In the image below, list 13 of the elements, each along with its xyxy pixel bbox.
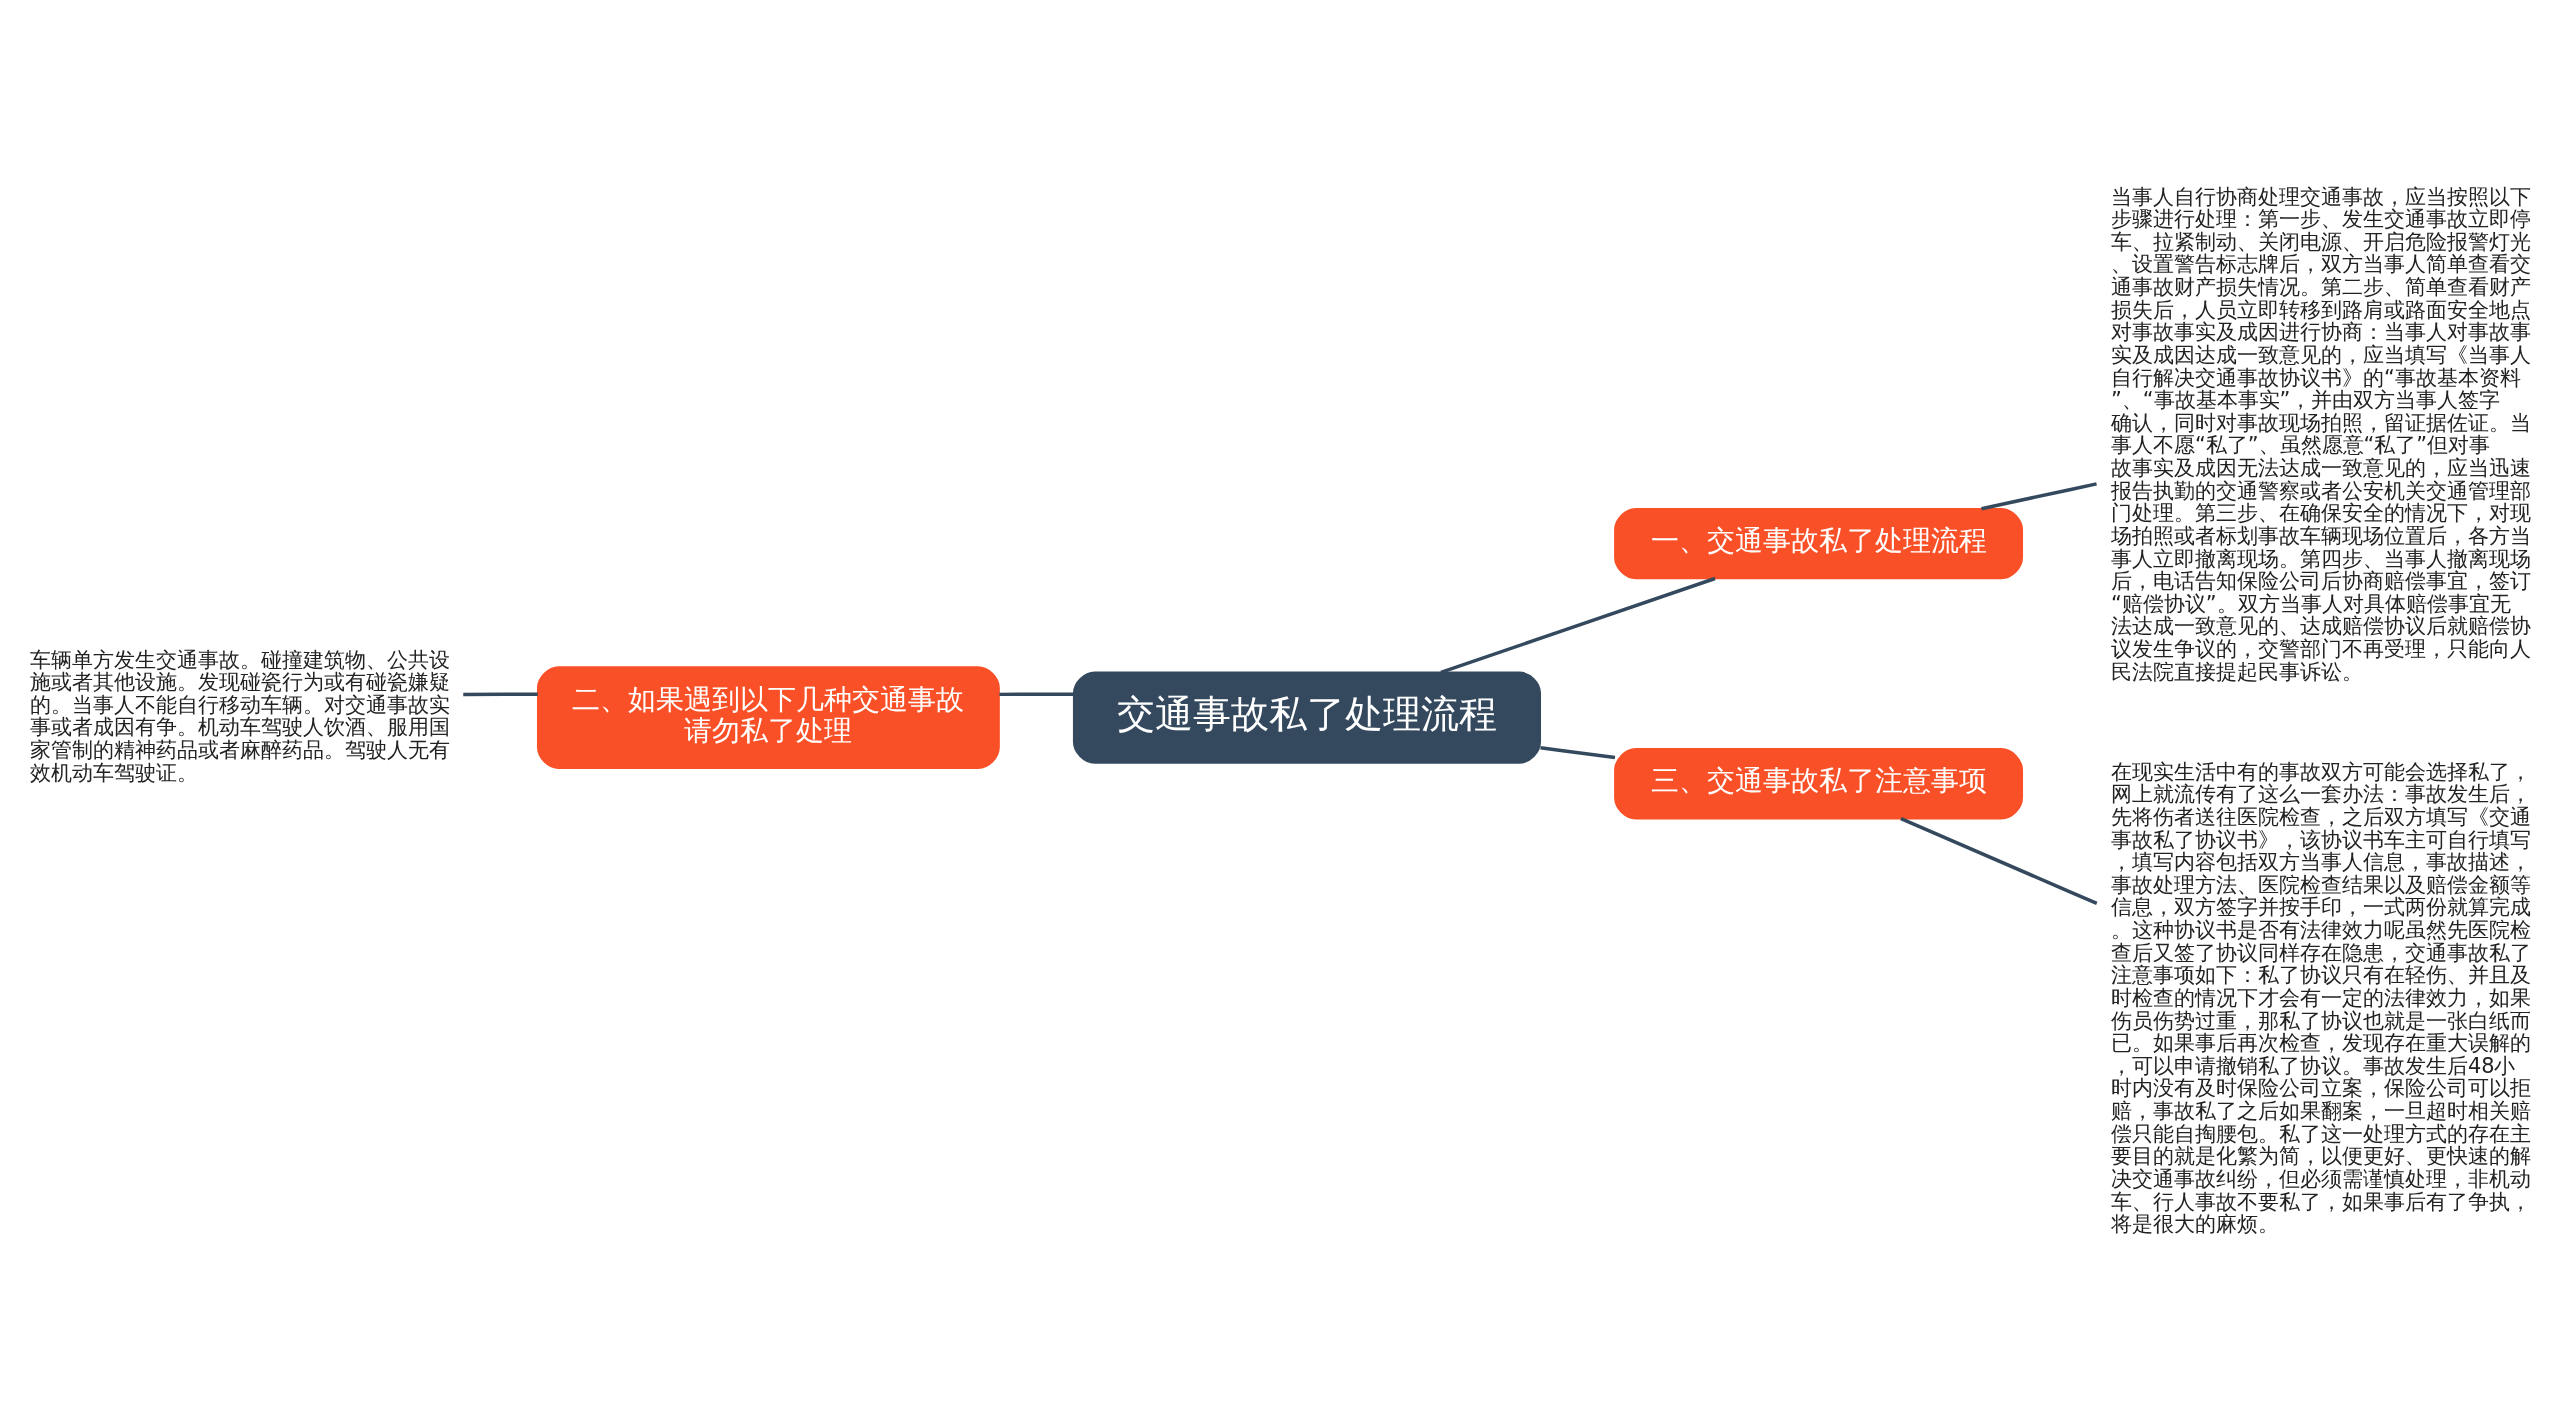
- node-text: 车辆单方发生交通事故。碰撞建筑物、公共设施或者其他设施。发现碰瓷行为或有碰瓷嫌疑的。当事人不能自行移动车辆。对交通事故实事或者成因有争。机动车驾驶人饮酒、服用国家管制的精神药品或者麻醉药品。驾驶人无有效机动车驾驶证。: [29, 647, 450, 785]
- node-box: 交通事故私了处理流程: [1072, 671, 1541, 764]
- connector: [1540, 745, 1616, 759]
- node-box: 一、交通事故私了处理流程: [1614, 507, 2024, 579]
- node-box: 二、如果遇到以下几种交通事故请勿私了处理: [536, 665, 1000, 769]
- connector: [1900, 816, 2098, 905]
- node-text: 在现实生活中有的事故双方可能会选择私了，网上就流传有了这么一套办法：事故发生后，先将伤者送往医院检查，之后双方填写《交通事故私了协议书》，该协议书车主可自行填写，填写内容包括双方当事人信息，事故描述，事故处理方法、医院检查结果以及赔偿金额等信息，双方签字并按手印，一式两份就算完成。这种协议书是否有法律效力呢虽然先医院检查后又签了协议同样存在隐患，交通事故私了注意事项如下：私了协议只有在轻伤、并且及时检查的情况下才会有一定的法律效力，如果伤员伤势过重，那私了协议也就是一张白纸而已。如果事后再次检查，发现存在重大误解的，可以申请撤销私了协议。事故发生后48小时内没有及时保险公司立案，保险公司可以拒赔，事故私了之后如果翻案，一旦超时相关赔偿只能自掏腰包。私了这一处理方式的存在主要目的就是化繁为简，以便更好、更快速的解决交通事故纠纷，但必须需谨慎处理，非机动车、行人事故不要私了，如果事后有了争执，将是很大的麻烦。: [2110, 759, 2531, 1236]
- connector: [1981, 481, 2097, 510]
- connector: [463, 691, 538, 696]
- connector: [999, 691, 1074, 696]
- connector: [1440, 576, 1716, 674]
- node-text: 当事人自行协商处理交通事故，应当按照以下步骤进行处理：第一步、发生交通事故立即停车、拉紧制动、关闭电源、开启危险报警灯光、设置警告标志牌后，双方当事人简单查看交通事故财产损失情况。第二步、简单查看财产损失后，人员立即转移到路肩或路面安全地点对事故事实及成因进行协商：当事人对事故事实及成因达成一致意见的，应当填写《当事人自行解决交通事故协议书》的“事故基本资料”、“事故基本事实”，并由双方当事人签字确认，同时对事故现场拍照，留证据佐证。当事人不愿“私了”、虽然愿意“私了”但对事故事实及成因无法达成一致意见的，应当迅速报告执勤的交通警察或者公安机关交通管理部门处理。第三步、在确保安全的情况下，对现场拍照或者标划事故车辆现场位置后，各方当事人立即撤离现场。第四步、当事人撤离现场后，电话告知保险公司后协商赔偿事宜，签订“赔偿协议”。双方当事人对具体赔偿事宜无法达成一致意见的、达成赔偿协议后就赔偿协议发生争议的，交警部门不再受理，只能向人民法院直接提起民事诉讼。: [2110, 184, 2531, 684]
- node-box: 三、交通事故私了注意事项: [1614, 747, 2024, 819]
